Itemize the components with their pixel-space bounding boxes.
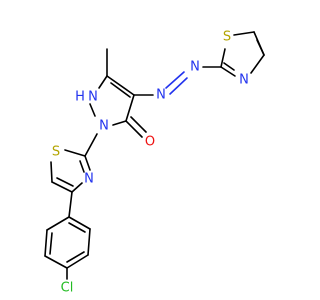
bond-c4-c3 <box>125 94 135 122</box>
bond-ph-6-1-double <box>68 222 86 233</box>
atom-s-thiazole-top: S <box>223 30 231 45</box>
bond-azo-double-2 <box>169 77 188 95</box>
bond-c3-o <box>125 120 143 138</box>
atom-n-thiazole-top: N <box>239 73 249 88</box>
bond-ph-5-6 <box>87 228 91 256</box>
bond-s1-c5-top <box>233 31 255 36</box>
bond-c4-n3-mid <box>71 182 83 193</box>
atom-cl: Cl <box>61 281 74 296</box>
atom-n-pyrazole: N <box>99 119 109 134</box>
bond-ph-2-3-double <box>49 232 53 255</box>
atom-n-azo-2: N <box>190 60 200 75</box>
bond-ph-4-5 <box>66 254 89 269</box>
bond-n1-n2 <box>89 103 96 117</box>
bond-ph-3-4 <box>44 255 68 269</box>
atom-s-thiazole-mid: S <box>52 145 60 160</box>
bond-n3-c2-mid-double <box>79 160 85 173</box>
bond-n3-c2-top <box>220 66 236 77</box>
molecule-canvas: N H N O N N S N S N Cl <box>44 30 265 296</box>
bond-c5-c4-mid <box>51 181 73 193</box>
atom-nh: N <box>88 90 98 105</box>
bond-c5-c4-top-double <box>256 39 265 56</box>
atom-nh-h: H <box>75 90 85 105</box>
bond-c2-s1-mid <box>64 149 86 157</box>
bond-c3-n2 <box>112 120 127 126</box>
bond-c4-n3-top <box>250 54 265 74</box>
bond-ph-4-5-double <box>66 251 85 263</box>
bond-c5-c4-mid-double <box>56 177 74 187</box>
bond-c2-s1-top <box>220 48 226 68</box>
bond-c5-n1 <box>98 75 108 89</box>
bond-ph-6-1 <box>68 216 91 230</box>
bond-n3-c2-top-double <box>223 62 235 71</box>
bond-n2-c2-thiazole <box>84 133 98 157</box>
atom-n-thiazole-mid: N <box>84 172 94 187</box>
atom-n-azo-1: N <box>156 88 166 103</box>
bond-c5-c4 <box>106 75 135 96</box>
bond-n3-c2-mid <box>84 155 91 171</box>
bond-thiazole-phenyl <box>68 191 73 218</box>
bond-ph-2-3 <box>44 229 48 257</box>
bond-c5-c4-double <box>110 82 131 98</box>
bond-s1-c5-mid <box>50 161 53 183</box>
bond-c3-o-double <box>130 116 147 133</box>
atom-o-carbonyl: O <box>145 135 155 150</box>
bond-azo-double <box>165 71 185 89</box>
structure-diagram: N H N O N N S N S N Cl <box>44 30 265 296</box>
bond-ph-1-2 <box>46 216 70 231</box>
